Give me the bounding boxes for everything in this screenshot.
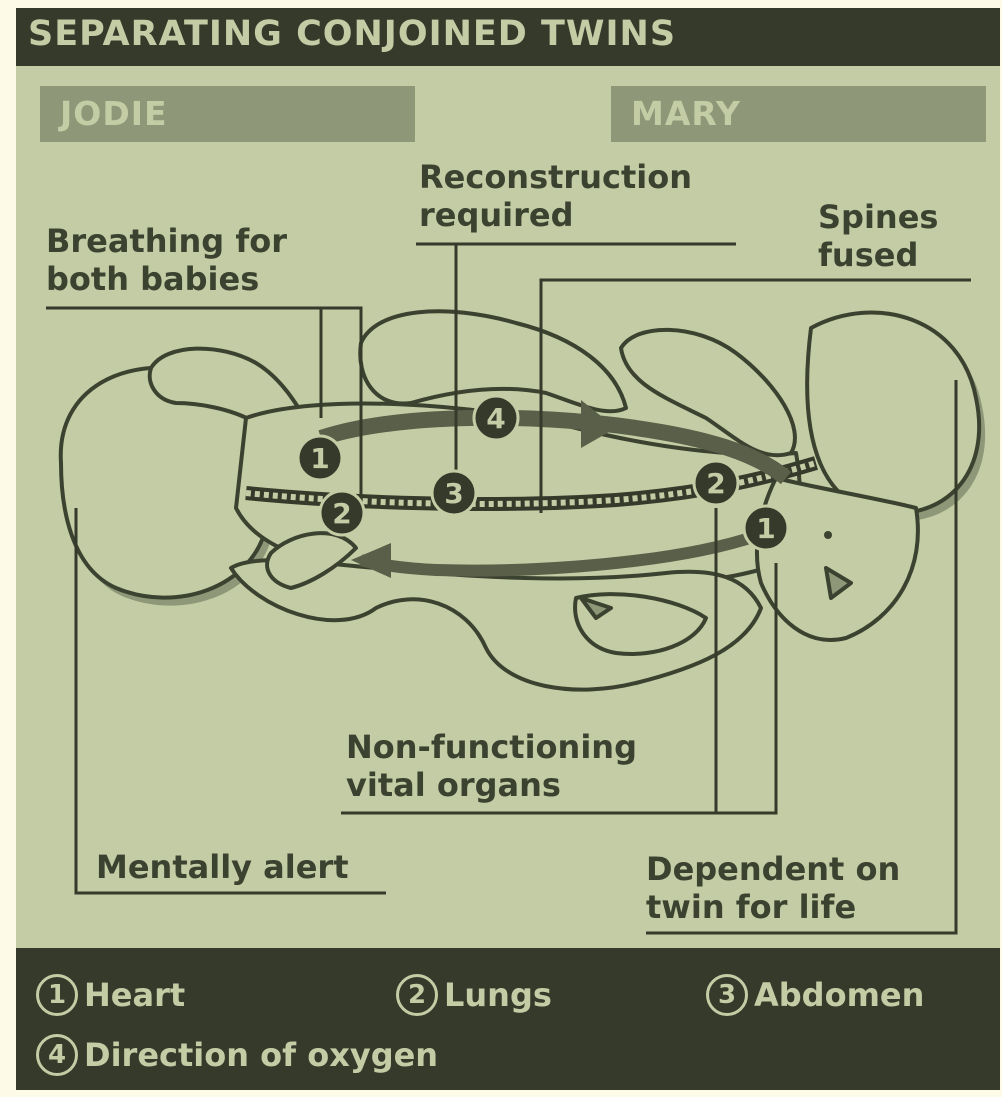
label-non-functioning: Non-functioning vital organs [346,728,637,804]
svg-text:1: 1 [756,512,775,545]
svg-text:2: 2 [332,497,351,530]
legend: 1 Heart 2 Lungs 3 Abdomen 4 Direction of… [16,948,1000,1090]
legend-item-heart: 1 Heart [36,974,185,1016]
label-spines-line2: fused [818,236,938,274]
number-3-icon: 3 [706,974,748,1016]
label-breathing-line2: both babies [46,260,287,298]
heart-marker-jodie: 1 [298,436,342,480]
label-reconstruction-line2: required [419,196,692,234]
svg-text:2: 2 [706,467,725,500]
label-dependent-line2: twin for life [646,888,900,926]
oxygen-marker: 4 [474,396,518,440]
label-reconstruction: Reconstruction required [419,158,692,234]
svg-text:3: 3 [444,477,463,510]
legend-label-lungs: Lungs [444,976,552,1014]
legend-label-oxygen: Direction of oxygen [84,1036,438,1074]
legend-item-lungs: 2 Lungs [396,974,552,1016]
graphic-panel: SEPARATING CONJOINED TWINS JODIE MARY [16,8,1000,1090]
svg-text:4: 4 [486,402,505,435]
lungs-marker-mary: 2 [694,461,738,505]
label-spines-line1: Spines [818,198,938,236]
legend-label-heart: Heart [84,976,185,1014]
label-nonfunc-line2: vital organs [346,766,637,804]
twins-illustration: 1 2 3 4 2 1 [16,8,1000,948]
svg-text:1: 1 [310,442,329,475]
label-breathing: Breathing for both babies [46,222,287,298]
abdomen-marker: 3 [432,471,476,515]
number-2-icon: 2 [396,974,438,1016]
label-mentally-alert: Mentally alert [96,848,349,886]
label-reconstruction-line1: Reconstruction [419,158,692,196]
mary-head [807,313,979,514]
lungs-marker-jodie: 2 [320,491,364,535]
legend-label-abdomen: Abdomen [754,976,924,1014]
label-breathing-line1: Breathing for [46,222,287,260]
number-4-icon: 4 [36,1034,78,1076]
heart-marker-mary: 1 [744,506,788,550]
label-nonfunc-line1: Non-functioning [346,728,637,766]
number-1-icon: 1 [36,974,78,1016]
label-dependent-line1: Dependent on [646,850,900,888]
legend-item-oxygen: 4 Direction of oxygen [36,1034,438,1076]
legend-item-abdomen: 3 Abdomen [706,974,924,1016]
label-spines: Spines fused [818,198,938,274]
label-dependent: Dependent on twin for life [646,850,900,926]
